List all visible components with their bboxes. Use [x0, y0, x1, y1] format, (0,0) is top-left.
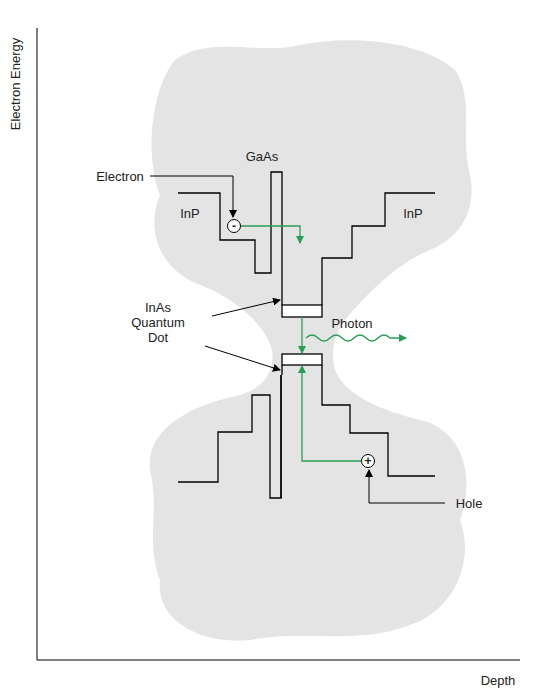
particle-sign: -	[232, 220, 236, 232]
axis-label: Depth	[481, 673, 516, 688]
material-cloud	[150, 40, 472, 640]
material-label: GaAs	[246, 149, 279, 164]
hole-leader	[369, 470, 445, 503]
valence-band	[178, 365, 435, 498]
photon-wave	[306, 335, 406, 341]
recombination-arrow	[301, 317, 302, 353]
conduction-dot-level	[282, 305, 322, 317]
hole-path	[302, 366, 361, 461]
callout-label: Hole	[456, 496, 483, 511]
valence-dot-level	[282, 354, 322, 365]
dot-leader	[212, 300, 280, 316]
gaas-barrier-valence	[280, 375, 281, 498]
axis-label: Electron Energy	[8, 38, 23, 131]
callout-label: InAs Quantum Dot	[127, 300, 189, 345]
electron-path	[241, 226, 300, 243]
electron-particle: -	[227, 219, 241, 233]
dot-leader	[205, 346, 280, 370]
material-label: InP	[403, 206, 423, 221]
axes	[37, 28, 520, 660]
callout-label: Electron	[96, 169, 144, 184]
particle-sign: +	[364, 455, 371, 467]
conduction-band	[178, 172, 435, 305]
hole-particle: +	[361, 454, 375, 468]
callout-label: Photon	[331, 316, 372, 331]
material-label: InP	[180, 206, 200, 221]
